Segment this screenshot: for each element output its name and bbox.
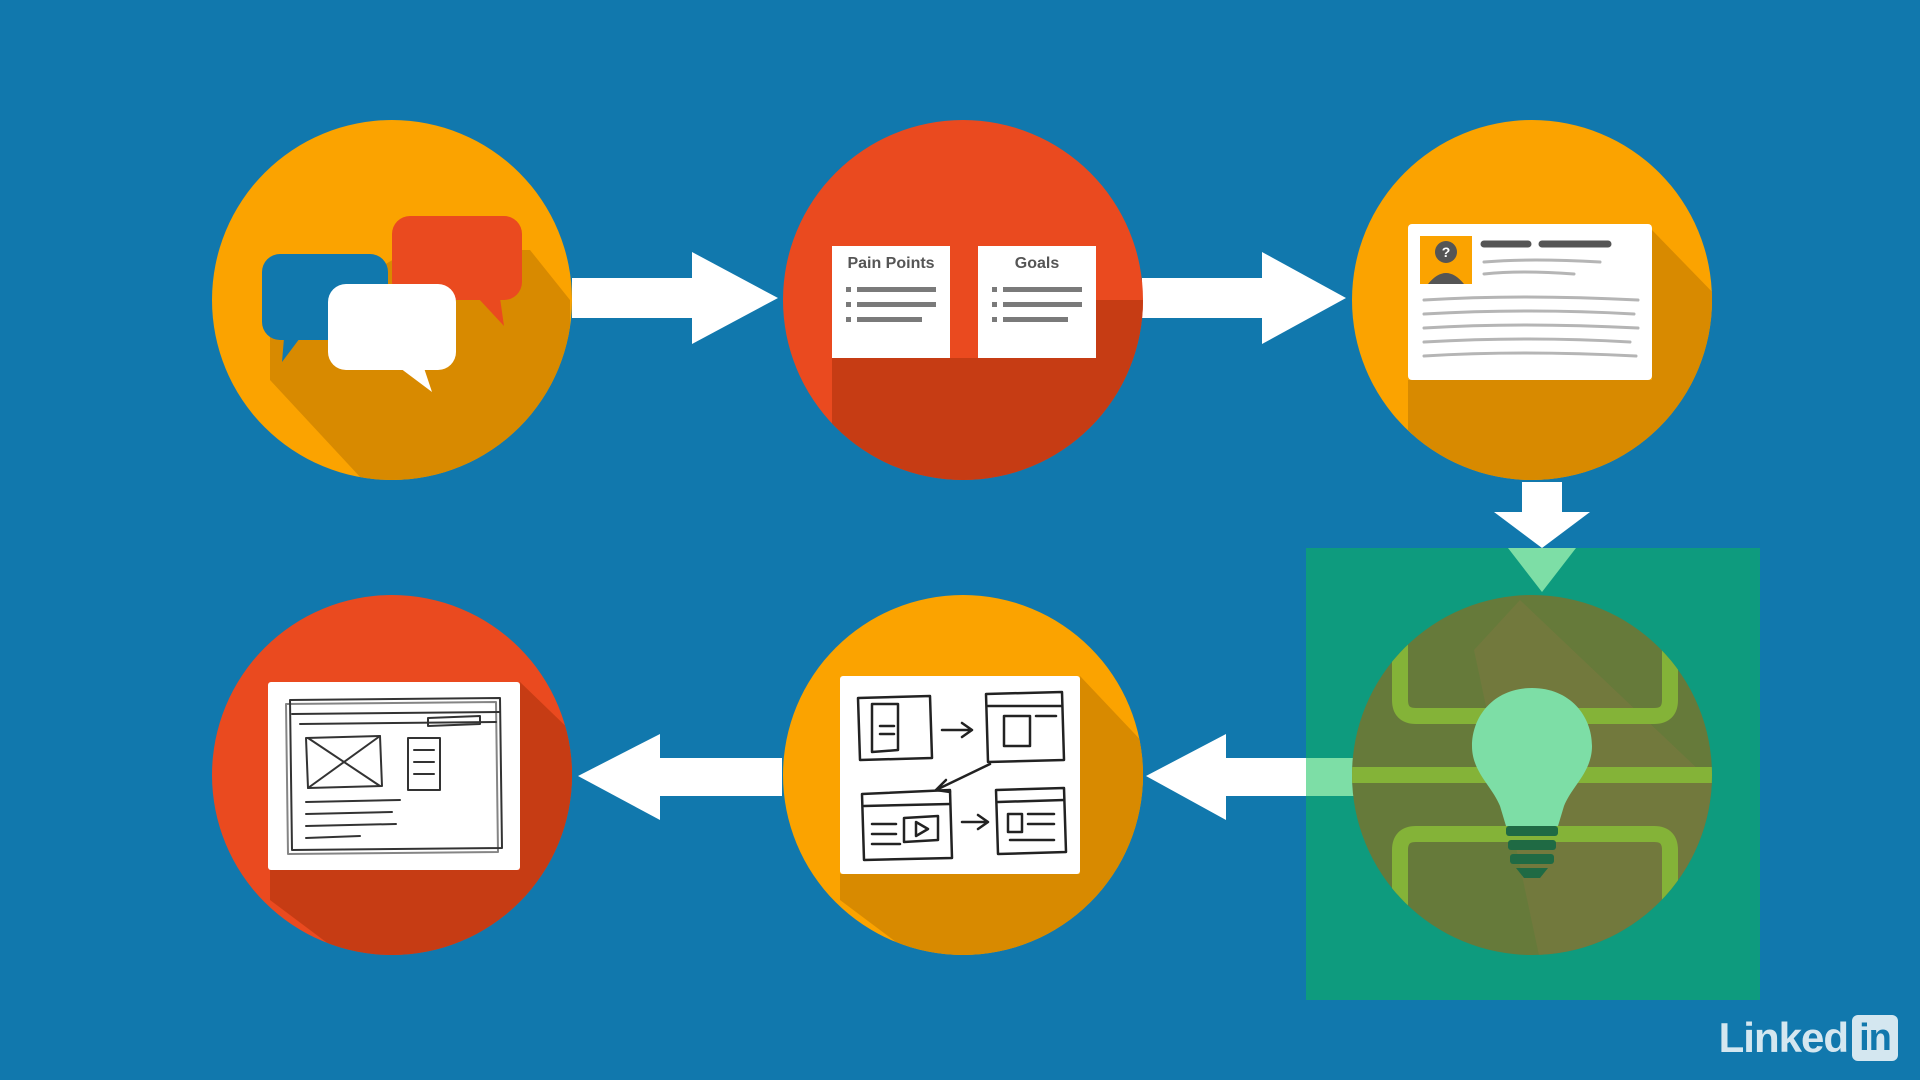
arrow-down (1494, 482, 1590, 592)
persona-card-icon: ? (1408, 224, 1652, 380)
arrow-right-2 (1142, 252, 1346, 344)
arrow-left-1 (1146, 734, 1354, 820)
arrow-left-2 (578, 734, 782, 820)
linkedin-word: Linked (1718, 1014, 1849, 1061)
step-storyboard (783, 595, 1143, 955)
avatar-question-mark: ? (1442, 244, 1451, 260)
storyboard-sketch-icon (840, 676, 1080, 874)
step-persona: ? (1352, 120, 1712, 480)
linkedin-in-box: in (1852, 1015, 1898, 1061)
step-ideation (1352, 595, 1712, 955)
speech-bubbles-icon (262, 216, 522, 392)
linkedin-logo: Linked in (1719, 1014, 1898, 1062)
goals-label: Goals (1015, 255, 1060, 272)
notes-cards-icon: Pain Points Goals (832, 246, 1096, 358)
wireframe-sketch-icon (268, 682, 520, 870)
avatar: ? (1420, 236, 1472, 284)
step-interviews (212, 120, 572, 480)
arrow-right-1 (572, 252, 778, 344)
step-findings: Pain Points Goals (783, 120, 1143, 480)
lightbulb-icon (1472, 688, 1592, 878)
step-wireframe (212, 595, 572, 955)
pain-points-label: Pain Points (847, 255, 934, 272)
